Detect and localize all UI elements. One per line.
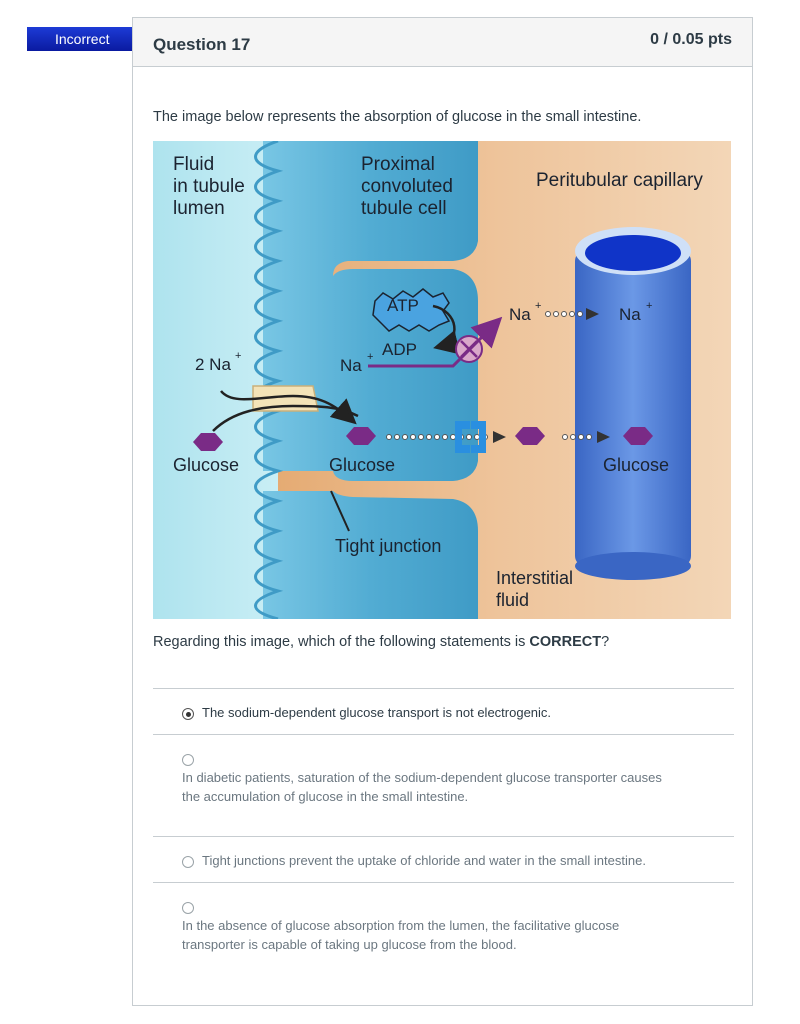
glucose-cell-label: Glucose	[329, 455, 395, 475]
cotransport-arrow-2	[212, 404, 359, 432]
answer-option-2[interactable]: In diabetic patients, saturation of the …	[153, 734, 734, 837]
capillary-lumen-opening	[585, 235, 681, 271]
na-interstitial-label: Na	[509, 305, 531, 324]
two-na-label: 2 Na	[195, 355, 231, 374]
glucose-interstitial-molecule	[515, 427, 545, 445]
svg-text:+: +	[535, 300, 541, 312]
na-cell-label: Na	[340, 356, 362, 375]
glut-transporter-right	[471, 421, 486, 453]
glucose-cell-molecule	[346, 427, 376, 445]
question-panel: Question 17 0 / 0.05 pts The image below…	[132, 17, 753, 1006]
na-diffusion-dots	[545, 311, 583, 317]
na-exit-arrow	[368, 316, 503, 368]
svg-text:+: +	[235, 350, 241, 362]
svg-text:+: +	[646, 300, 652, 312]
fluid-lumen-label-3: lumen	[173, 198, 225, 219]
tubule-cell-label-1: Proximal	[361, 154, 435, 175]
peritubular-capillary-label: Peritubular capillary	[536, 170, 703, 191]
fluid-lumen-label-2: in tubule	[173, 176, 245, 197]
glut-transporter-left	[455, 421, 470, 453]
sglt-transporter	[252, 385, 319, 412]
radio-icon[interactable]	[182, 754, 194, 766]
fluid-lumen-label-1: Fluid	[173, 154, 214, 175]
question-prompt: The image below represents the absorptio…	[153, 109, 642, 125]
tubule-cell-bottom	[263, 491, 478, 619]
question-title: Question 17	[153, 35, 251, 54]
brush-border	[254, 141, 284, 619]
svg-text:+: +	[367, 351, 373, 363]
glucose-absorption-figure: Fluid in tubule lumen Proximal convolute…	[153, 141, 731, 619]
tubule-cell-label-2: convoluted	[361, 176, 453, 197]
tubule-cell-top	[263, 141, 478, 276]
glucose-lumen-molecule	[193, 433, 223, 451]
interstitial-label-2: fluid	[496, 590, 529, 610]
na-capillary-label: Na	[619, 305, 641, 324]
answer-option-3[interactable]: Tight junctions prevent the uptake of ch…	[153, 836, 734, 883]
question-stem: Regarding this image, which of the follo…	[153, 634, 610, 650]
question-header: Question 17 0 / 0.05 pts	[133, 18, 752, 67]
adp-label: ADP	[382, 340, 417, 359]
answer-option-1[interactable]: The sodium-dependent glucose transport i…	[153, 688, 734, 735]
radio-icon[interactable]	[182, 902, 194, 914]
capillary-vessel	[575, 251, 691, 566]
radio-icon[interactable]	[182, 856, 194, 868]
incorrect-badge: Incorrect	[27, 27, 145, 51]
radio-selected-icon[interactable]	[182, 708, 194, 720]
tight-junction-pointer	[330, 490, 350, 532]
interstitial-label-1: Interstitial	[496, 568, 573, 588]
svg-text:ATP: ATP	[387, 296, 419, 315]
atp-to-adp-arrow	[432, 304, 461, 355]
answer-option-4[interactable]: In the absence of glucose absorption fro…	[153, 882, 734, 993]
glucose-capillary-label: Glucose	[603, 455, 669, 475]
glucose-capillary-molecule	[623, 427, 653, 445]
tubule-cell-label-3: tubule cell	[361, 198, 447, 219]
atp-label: ATP	[372, 288, 451, 332]
question-points: 0 / 0.05 pts	[650, 31, 732, 48]
tight-junction-label: Tight junction	[335, 536, 441, 556]
glucose-lumen-label: Glucose	[173, 455, 239, 475]
